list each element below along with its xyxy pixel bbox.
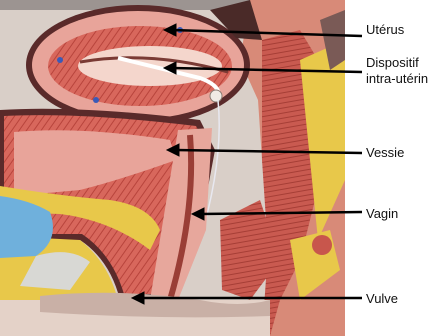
label-iud-line2: intra-utérin xyxy=(366,71,428,86)
label-vagina: Vagin xyxy=(366,206,398,221)
label-uterus: Utérus xyxy=(366,22,404,37)
label-bladder: Vessie xyxy=(366,145,404,160)
label-vulva: Vulve xyxy=(366,291,398,306)
vessel-dot xyxy=(93,97,99,103)
vessel-dot xyxy=(57,57,63,63)
label-iud-line1: Dispositif xyxy=(366,55,419,70)
iud-tip xyxy=(210,90,222,102)
anal-sphincter xyxy=(312,235,332,255)
